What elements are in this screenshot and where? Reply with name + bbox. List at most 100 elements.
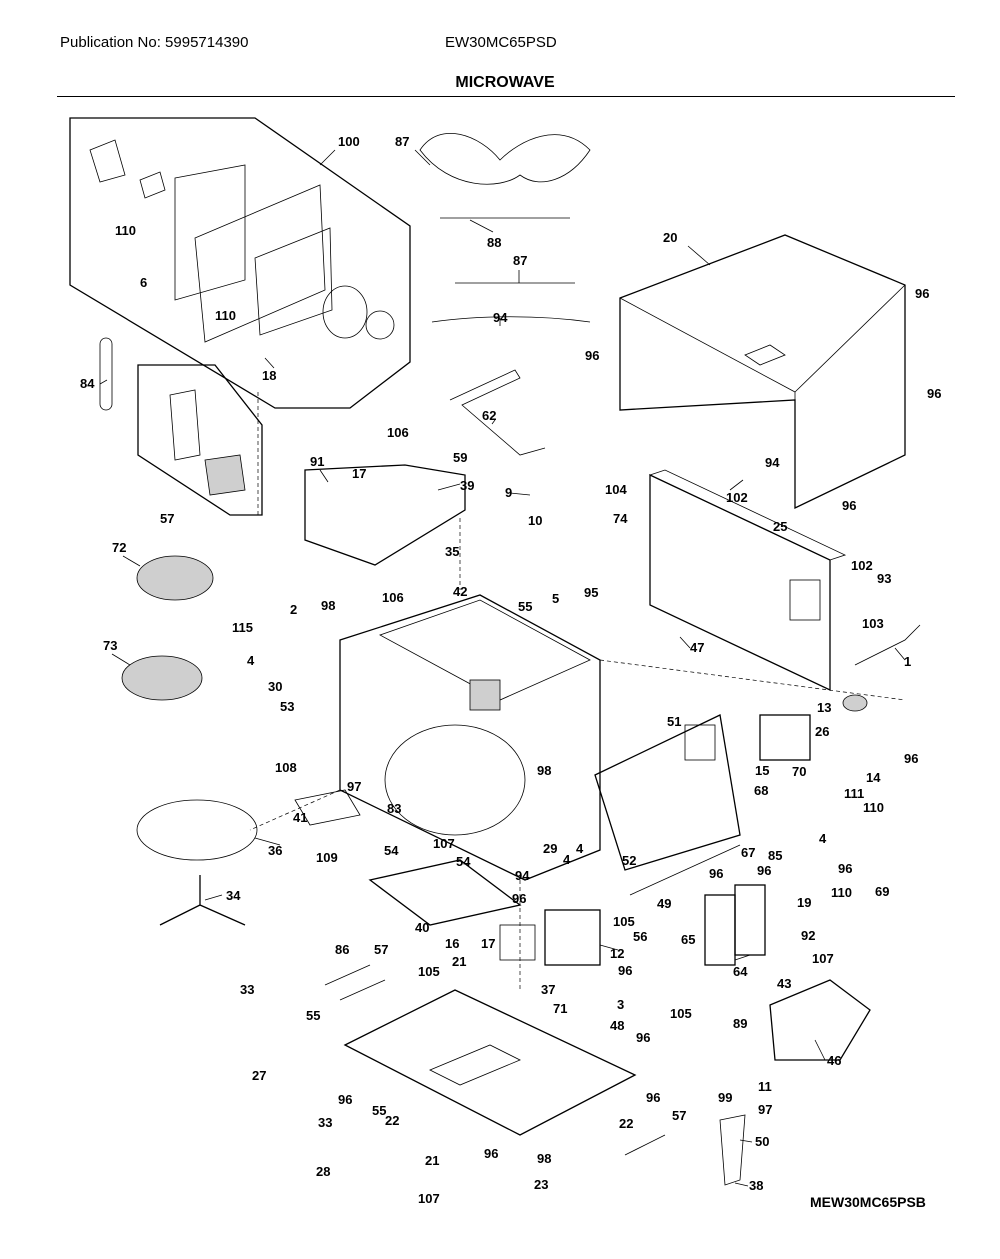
callout-110: 110: [115, 223, 136, 238]
rear-vent: [789, 579, 821, 621]
callout-65: 68: [754, 783, 768, 798]
callout-49: 52: [622, 853, 636, 868]
callout-86: 88: [487, 235, 501, 250]
capacitor: [499, 924, 536, 961]
wiring-group: [419, 133, 591, 323]
callout-22b: 22: [619, 1116, 633, 1131]
callout-50: 53: [280, 699, 294, 714]
callout-27: 29: [543, 841, 557, 856]
interlock-bracket: [169, 389, 201, 461]
callout-37: 38: [749, 1178, 763, 1193]
base-plate: [343, 989, 637, 1136]
callout-89: 94: [493, 310, 508, 325]
callout-96: 96: [915, 286, 929, 301]
callout-34: 36: [268, 843, 282, 858]
strip-83: [324, 964, 371, 986]
callout-10: 12: [610, 946, 624, 961]
transformer: [544, 909, 601, 966]
callout-84: 87: [395, 134, 409, 149]
callout-106b: 107: [418, 1191, 440, 1206]
cavity-opening: [384, 724, 526, 836]
callout-26: 28: [316, 1164, 330, 1179]
callout-104: 106: [387, 425, 409, 440]
page-title: MICROWAVE: [455, 74, 555, 91]
door-spring: [139, 171, 166, 199]
callout-3: 3: [617, 997, 624, 1012]
callout-43: 46: [827, 1053, 841, 1068]
callout-35: 35: [445, 544, 459, 559]
callout-72: 74: [613, 511, 628, 526]
callout-70: 73: [103, 638, 117, 653]
door-fan: [365, 310, 395, 340]
callout-110b: 110: [215, 308, 236, 323]
callout-103: 105: [613, 914, 635, 929]
header-divider: [57, 96, 955, 97]
case-edge-top: [619, 297, 796, 393]
callout-94c: 96: [484, 1146, 498, 1161]
callout-52: 55: [372, 1103, 386, 1118]
callout-4: 4: [247, 653, 255, 668]
callout-6: 6: [140, 275, 147, 290]
footer-code: MEW30MC65PSB: [810, 1194, 926, 1210]
callout-64: 67: [741, 845, 755, 860]
callout-111: 115: [232, 620, 253, 635]
callout-108: 110: [863, 800, 884, 815]
callout-66: 69: [875, 884, 889, 899]
callout-55: 55: [518, 599, 532, 614]
callout-97: 97: [347, 779, 361, 794]
callout-60: 59: [453, 450, 467, 465]
callout-9: 11: [758, 1079, 772, 1094]
callout-98b: 98: [537, 763, 551, 778]
door-assembly-outline: [69, 117, 411, 409]
callout-99: 99: [718, 1090, 732, 1105]
callout-45: 48: [610, 1018, 624, 1033]
callout-40: 41: [293, 810, 307, 825]
callout-67: 70: [792, 764, 806, 779]
callout-21: 21: [452, 954, 466, 969]
callout-53: 55: [306, 1008, 320, 1023]
callout-96b: 96: [585, 348, 599, 363]
callout-63: 62: [482, 408, 496, 423]
door-assembly-group: [69, 117, 411, 409]
choke-coil: [99, 337, 113, 411]
callout-102b: 105: [670, 1006, 692, 1021]
callout-17: 18: [262, 368, 276, 383]
callout-91: 94: [765, 455, 780, 470]
thermal-cutout: [842, 694, 868, 712]
callout-96h: 96: [618, 963, 632, 978]
cavity-top: [379, 599, 591, 701]
callout-48: 51: [667, 714, 681, 729]
callout-95: 96: [757, 863, 771, 878]
callout-96l: 98: [537, 1151, 551, 1166]
callout-68: 71: [553, 1001, 567, 1016]
callout-57b: 57: [672, 1108, 686, 1123]
wire-harness: [419, 133, 591, 185]
callout-29: 33: [240, 982, 254, 997]
callout-96f: 96: [709, 866, 723, 881]
callout-38: 39: [460, 478, 474, 493]
side-panel-62: [704, 894, 736, 966]
cavity-group: [339, 594, 601, 881]
cavity-window: [469, 679, 501, 711]
callout-12: 14: [866, 770, 881, 785]
callout-86b: 89: [733, 1016, 747, 1031]
callout-7: 9: [505, 485, 512, 500]
callout-51: 54: [384, 843, 399, 858]
callout-1: 1: [904, 654, 911, 669]
blower-assembly: [769, 979, 871, 1061]
callout-25: 27: [252, 1068, 266, 1083]
assembly-line: [599, 659, 906, 701]
callout-88: 93: [877, 571, 891, 586]
callout-106: 107: [433, 836, 455, 851]
callout-39: 40: [415, 920, 429, 935]
callout-18: 19: [797, 895, 811, 910]
callout-83: 86: [335, 942, 349, 957]
callout-85: 87: [513, 253, 527, 268]
callout-54: 54: [456, 854, 471, 869]
callout-107: 108: [275, 760, 297, 775]
callout-20: 20: [663, 230, 677, 245]
bottom-plate: [368, 859, 522, 926]
main-cavity: [339, 594, 601, 881]
callout-96i: 96: [636, 1030, 650, 1045]
callout-15: 17: [481, 936, 495, 951]
